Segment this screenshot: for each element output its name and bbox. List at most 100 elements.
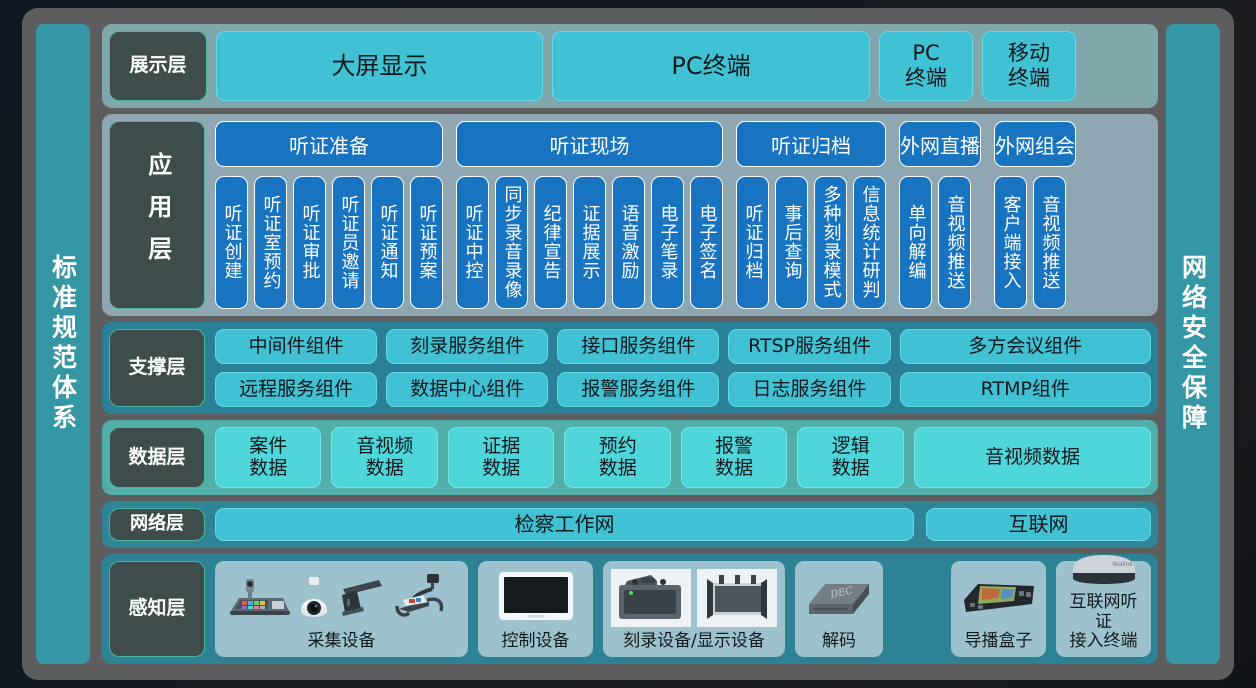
app-item[interactable]: 证据展示 [573, 176, 606, 309]
sidebar-standard-system: 标准规范体系 [36, 24, 90, 664]
support-layer-label: 支撑层 [109, 328, 205, 408]
app-item[interactable]: 多种刻录模式 [814, 176, 847, 309]
app-group-onsite: 听证现场 听证中控 同步录音录像 纪律宣告 证据展示 语音激励 电子笔录 电子签… [456, 121, 723, 309]
device-icons [486, 566, 585, 630]
app-group-archive-head[interactable]: 听证归档 [736, 121, 886, 167]
document-camera-icon [394, 574, 443, 617]
app-group-meeting: 外网组会 客户端接入 音视频推送 [994, 121, 1076, 309]
support-item[interactable]: 刻录服务组件 [386, 328, 549, 364]
sidebar-right-label: 网络安全保障 [1178, 254, 1208, 434]
app-item[interactable]: 听证员邀请 [332, 176, 365, 309]
svg-text:Yealink: Yealink [1111, 561, 1133, 568]
terminal-box-icon: Yealink [1072, 555, 1135, 585]
data-item[interactable]: 逻辑数据 [797, 427, 904, 488]
device-card-director-box[interactable]: 导播盒子 [951, 561, 1046, 658]
app-item[interactable]: 纪律宣告 [534, 176, 567, 309]
device-label: 解码 [822, 631, 856, 652]
support-layer-band: 支撑层 中间件组件 远程服务组件 刻录服务组件 数据中心组件 接口服务组件 报警… [102, 321, 1158, 415]
presentation-item-mobile-terminal[interactable]: 移动终端 [982, 31, 1076, 101]
app-item[interactable]: 客户端接入 [994, 176, 1027, 309]
device-card-decoder[interactable]: DEC 解码 [795, 561, 883, 658]
application-layer-band: 应用层 听证准备 听证创建 听证室预约 听证审批 听证员邀请 听证通知 听证预案 [102, 114, 1158, 316]
device-icons [223, 566, 460, 630]
data-item[interactable]: 报警数据 [680, 427, 788, 488]
app-item[interactable]: 同步录音录像 [495, 176, 528, 309]
network-item-procuratorate-net[interactable]: 检察工作网 [215, 507, 914, 542]
app-item[interactable]: 信息统计研判 [853, 176, 886, 309]
support-column: RTSP服务组件 日志服务组件 [728, 328, 891, 408]
application-groups: 听证准备 听证创建 听证室预约 听证审批 听证员邀请 听证通知 听证预案 听证现… [215, 121, 1151, 309]
app-item[interactable]: 单向解编 [899, 176, 932, 309]
app-group-onsite-head[interactable]: 听证现场 [456, 121, 723, 167]
app-group-preparation-head[interactable]: 听证准备 [215, 121, 443, 167]
decoder-box-icon: DEC [809, 584, 869, 615]
director-box-icon [963, 584, 1034, 613]
sensing-spacer [893, 561, 941, 657]
app-item[interactable]: 听证通知 [371, 176, 404, 309]
app-item[interactable]: 事后查询 [775, 176, 808, 309]
app-group-meeting-head[interactable]: 外网组会 [994, 121, 1076, 167]
device-card-internet-terminal[interactable]: Yealink 互联网听证接入终端 [1056, 555, 1151, 658]
app-item[interactable]: 语音激励 [612, 176, 645, 309]
data-item[interactable]: 音视频数据 [913, 427, 1151, 488]
support-item[interactable]: RTMP组件 [899, 371, 1151, 408]
support-column: 接口服务组件 报警服务组件 [557, 328, 720, 408]
app-group-live-items: 单向解编 音视频推送 [899, 176, 981, 309]
device-label: 导播盒子 [964, 631, 1033, 652]
support-column: 刻录服务组件 数据中心组件 [386, 328, 549, 408]
app-group-live-head[interactable]: 外网直播 [899, 121, 981, 167]
device-label: 采集设备 [307, 631, 376, 652]
device-icons [959, 566, 1038, 630]
support-item[interactable]: 多方会议组件 [899, 328, 1151, 364]
support-item[interactable]: 接口服务组件 [557, 328, 720, 364]
presentation-item-pc-terminal[interactable]: PC终端 [552, 31, 870, 101]
app-item[interactable]: 听证归档 [736, 176, 769, 309]
app-item[interactable]: 电子笔录 [651, 176, 684, 309]
sensing-layer-label: 感知层 [109, 561, 205, 658]
app-item[interactable]: 音视频推送 [1033, 176, 1066, 309]
device-card-control[interactable]: 控制设备 [478, 561, 593, 658]
support-column: 多方会议组件 RTMP组件 [899, 328, 1151, 408]
app-group-onsite-items: 听证中控 同步录音录像 纪律宣告 证据展示 语音激励 电子笔录 电子签名 [456, 176, 723, 309]
device-icons: Yealink [1064, 551, 1143, 591]
app-group-archive-items: 听证归档 事后查询 多种刻录模式 信息统计研判 [736, 176, 886, 309]
app-item[interactable]: 听证中控 [456, 176, 489, 309]
recorder-icon [611, 569, 691, 628]
support-item[interactable]: 报警服务组件 [557, 371, 720, 408]
data-layer-label: 数据层 [109, 427, 205, 488]
support-item[interactable]: 日志服务组件 [728, 371, 891, 408]
device-label: 控制设备 [501, 631, 570, 652]
device-icons: DEC [803, 566, 875, 630]
support-item[interactable]: 数据中心组件 [386, 371, 549, 408]
dome-camera-icon [300, 577, 327, 618]
app-item[interactable]: 音视频推送 [938, 176, 971, 309]
data-item[interactable]: 预约数据 [564, 427, 671, 488]
data-layer-band: 数据层 案件数据 音视频数据 证据数据 预约数据 报警数据 逻辑数据 音视频数据 [102, 420, 1158, 495]
app-group-meeting-items: 客户端接入 音视频推送 [994, 176, 1076, 309]
display-device-icon [697, 569, 777, 628]
support-items: 中间件组件 远程服务组件 刻录服务组件 数据中心组件 接口服务组件 报警服务组件… [215, 328, 1151, 408]
presentation-layer-label: 展示层 [109, 31, 207, 101]
app-item[interactable]: 听证创建 [215, 176, 248, 309]
app-item[interactable]: 电子签名 [690, 176, 723, 309]
data-item[interactable]: 音视频数据 [331, 427, 438, 488]
support-item[interactable]: 远程服务组件 [215, 371, 378, 408]
data-item[interactable]: 案件数据 [215, 427, 322, 488]
support-item[interactable]: 中间件组件 [215, 328, 378, 364]
app-item[interactable]: 听证预案 [410, 176, 443, 309]
device-card-capture[interactable]: 采集设备 [215, 561, 468, 658]
data-item[interactable]: 证据数据 [447, 427, 555, 488]
data-items: 案件数据 音视频数据 证据数据 预约数据 报警数据 逻辑数据 音视频数据 [215, 427, 1151, 488]
support-item[interactable]: RTSP服务组件 [728, 328, 891, 364]
device-card-recorder-display[interactable]: 刻录设备/显示设备 [603, 561, 785, 658]
app-item[interactable]: 听证室预约 [254, 176, 287, 309]
app-item[interactable]: 听证审批 [293, 176, 326, 309]
sensing-layer-band: 感知层 [102, 554, 1158, 665]
presentation-item-big-screen[interactable]: 大屏显示 [216, 31, 543, 101]
network-item-internet[interactable]: 互联网 [926, 507, 1151, 542]
support-column: 中间件组件 远程服务组件 [215, 328, 378, 408]
